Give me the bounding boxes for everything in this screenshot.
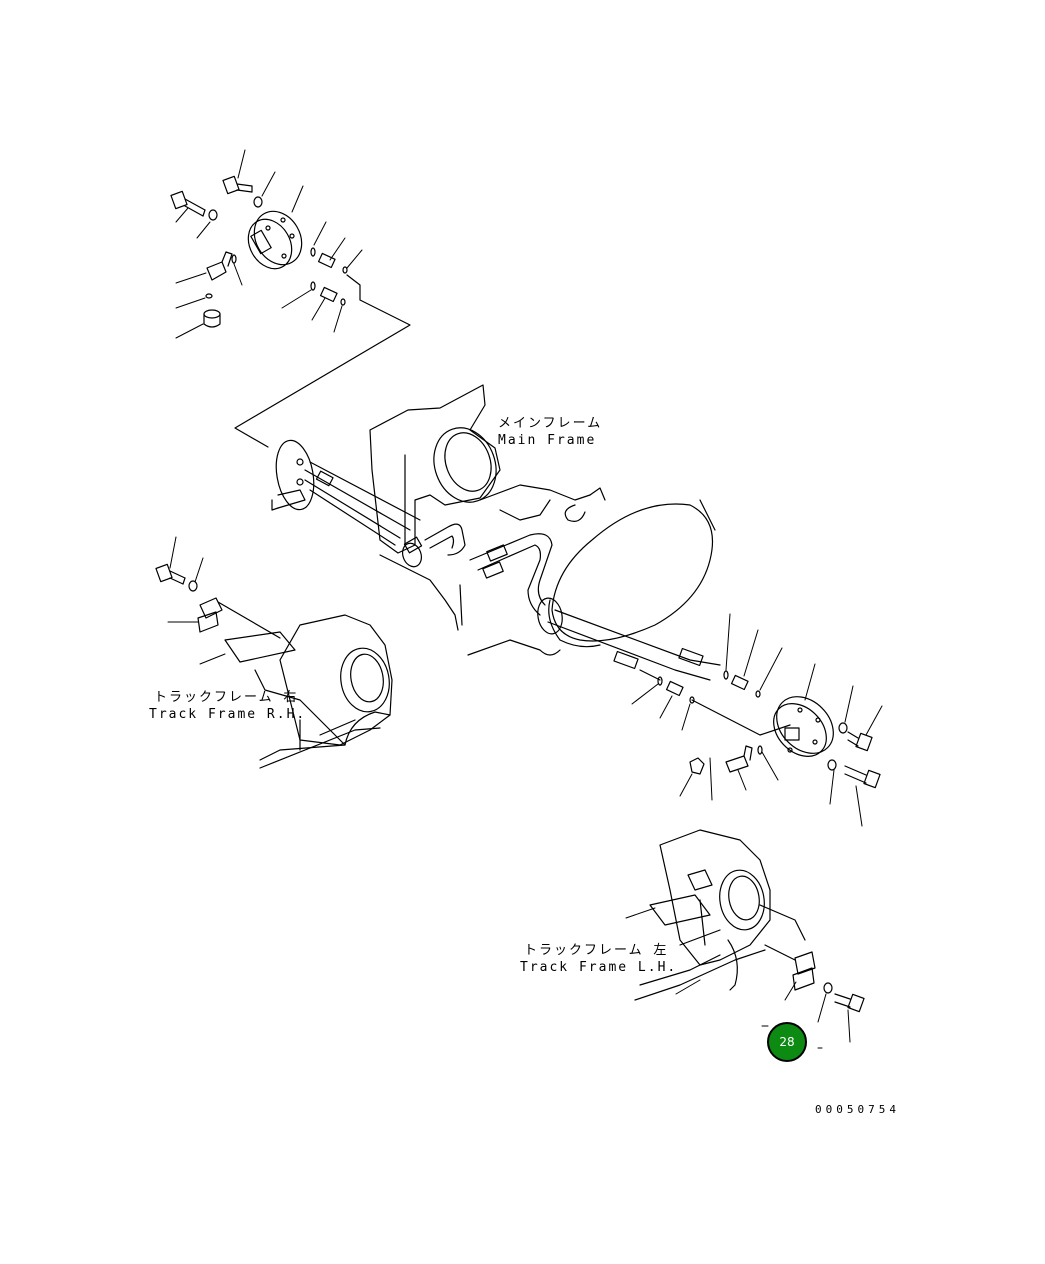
rh-cover-plate-parts (155, 536, 281, 665)
detail-callout-line-lower (691, 699, 791, 736)
o-ring-2 (205, 293, 213, 299)
end-plate (247, 210, 303, 270)
main-frame-label-jp: メインフレーム (498, 416, 603, 431)
drawing-number: 00050754 (815, 1103, 900, 1116)
bolt-upper-2 (170, 190, 206, 217)
upper-detail-group (170, 149, 411, 448)
plug-cap (203, 309, 221, 328)
washer-4 (827, 759, 837, 771)
swivel-joint (271, 439, 423, 568)
washer-lh (823, 982, 833, 994)
cover-plate-rh (197, 597, 223, 633)
o-ring-1 (231, 254, 237, 264)
washer-2 (208, 209, 218, 221)
washer-rh (188, 580, 198, 592)
elbow-fitting-lower (725, 745, 763, 773)
track-frame-lh (634, 829, 806, 1001)
track-frame-rh-label-jp: トラックフレーム 右 (154, 690, 299, 705)
washer-1 (253, 196, 263, 208)
fitting-lower-a (723, 670, 761, 698)
elbow-fitting (206, 251, 233, 281)
bolt-lower-1 (847, 731, 873, 752)
leader-lines-rh (167, 536, 226, 665)
lh-cover-plate-parts (625, 907, 865, 1049)
connector-line-rh (217, 601, 281, 639)
track-frame-lh-label-en: Track Frame L.H. (520, 960, 678, 975)
end-plate-lower (773, 696, 834, 757)
part-callout-number: 28 (779, 1035, 795, 1049)
cover-plate-lh (792, 951, 816, 991)
fitting-lower-b (657, 676, 695, 704)
fitting-upper-a (310, 247, 348, 274)
detail-callout-line (234, 274, 411, 448)
bolt-rh (155, 563, 186, 585)
fitting-upper-b (310, 281, 346, 306)
leader-lines-lower (631, 613, 883, 827)
washer-3 (838, 722, 848, 734)
hydraulic-hoses (424, 523, 721, 681)
connector-line-lh (764, 944, 796, 961)
track-frame-rh (224, 614, 393, 769)
bolt-lh (834, 993, 865, 1013)
leader-lines-upper (175, 149, 363, 339)
lower-detail-group (631, 613, 883, 827)
track-frame-rh-label-en: Track Frame R.H. (149, 707, 307, 722)
leader-lines-lh (625, 907, 851, 1049)
plug-cap-lower (689, 757, 705, 775)
main-frame (369, 384, 716, 656)
bolt-upper-1 (222, 175, 253, 195)
part-callout-badge[interactable]: 28 (767, 1022, 807, 1062)
bolt-lower-2 (844, 765, 881, 789)
track-frame-lh-label-jp: トラックフレーム 左 (524, 943, 669, 958)
main-frame-label-en: Main Frame (498, 433, 597, 448)
